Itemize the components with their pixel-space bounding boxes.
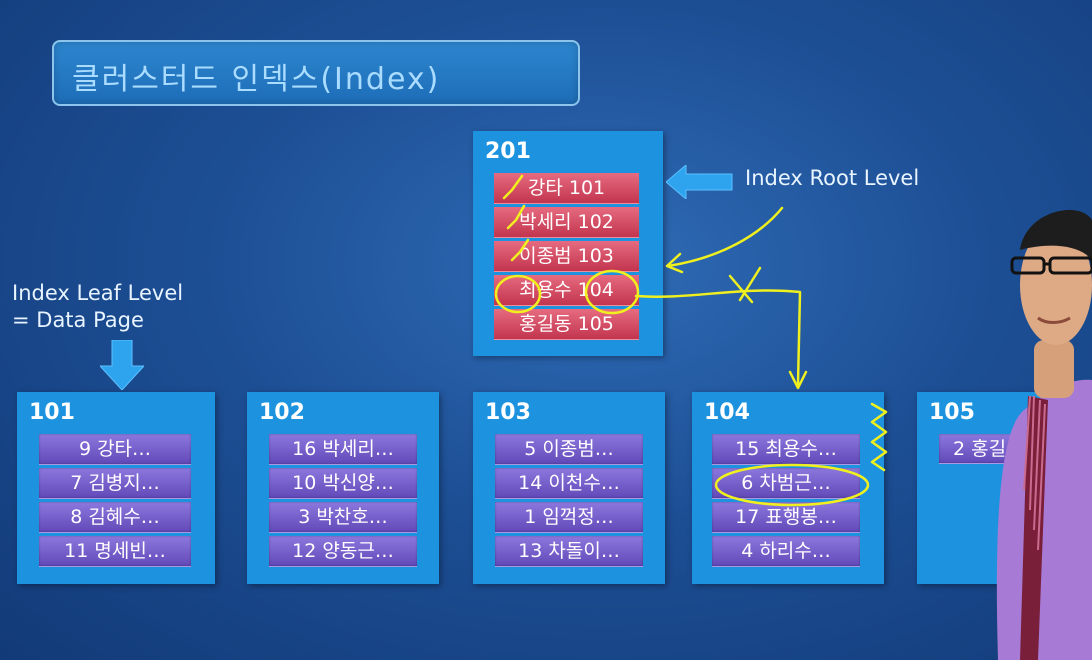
root-page-number: 201 bbox=[485, 139, 531, 164]
leaf-row: 11 명세빈… bbox=[39, 536, 191, 567]
leaf-page-101: 101 9 강타… 7 김병지… 8 김혜수… 11 명세빈… bbox=[17, 392, 215, 584]
leaf-row: 6 차범근… bbox=[712, 468, 860, 499]
leaf-row: 5 이종범… bbox=[495, 434, 643, 465]
leaf-level-label-line1: Index Leaf Level bbox=[12, 281, 184, 305]
root-level-label: Index Root Level bbox=[745, 166, 920, 190]
leaf-row: 15 최용수… bbox=[712, 434, 860, 465]
leaf-page-103: 103 5 이종범… 14 이천수… 1 임꺽정… 13 차돌이… bbox=[473, 392, 665, 584]
leaf-page-number: 105 bbox=[929, 400, 975, 425]
leaf-row: 4 하리수… bbox=[712, 536, 860, 567]
leaf-row: 3 박찬호… bbox=[269, 502, 417, 533]
leaf-row: 10 박신양… bbox=[269, 468, 417, 499]
root-row: 이종범 103 bbox=[494, 241, 639, 272]
presenter bbox=[996, 210, 1092, 660]
pointer-head bbox=[665, 252, 684, 274]
pointer-stroke bbox=[666, 206, 784, 268]
arrow-down-icon bbox=[100, 340, 144, 390]
root-row: 박세리 102 bbox=[494, 207, 639, 238]
leaf-page-102: 102 16 박세리… 10 박신양… 3 박찬호… 12 양동근… bbox=[247, 392, 439, 584]
leaf-level-label-line2: = Data Page bbox=[12, 308, 144, 332]
slide-title: 클러스터드 인덱스(Index) bbox=[72, 62, 441, 97]
leaf-row: 14 이천수… bbox=[495, 468, 643, 499]
leaf-row: 13 차돌이… bbox=[495, 536, 643, 567]
leaf-row: 12 양동근… bbox=[269, 536, 417, 567]
title-box: 클러스터드 인덱스(Index) bbox=[52, 40, 580, 106]
connector-head bbox=[788, 370, 808, 390]
root-page: 201 강타 101 박세리 102 이종범 103 최용수 104 홍길동 1… bbox=[473, 131, 663, 356]
leaf-row: 9 강타… bbox=[39, 434, 191, 465]
leaf-page-number: 104 bbox=[704, 400, 750, 425]
leaf-page-number: 101 bbox=[29, 400, 75, 425]
cross-mark bbox=[728, 266, 762, 304]
leaf-row: 1 임꺽정… bbox=[495, 502, 643, 533]
leaf-row: 8 김혜수… bbox=[39, 502, 191, 533]
root-row: 강타 101 bbox=[494, 173, 639, 204]
root-row: 홍길동 105 bbox=[494, 309, 639, 340]
arrow-left-icon bbox=[666, 165, 733, 199]
root-row: 최용수 104 bbox=[494, 275, 639, 306]
leaf-page-104: 104 15 최용수… 6 차범근… 17 표행봉… 4 하리수… bbox=[692, 392, 884, 584]
leaf-row: 7 김병지… bbox=[39, 468, 191, 499]
leaf-page-number: 103 bbox=[485, 400, 531, 425]
leaf-row: 16 박세리… bbox=[269, 434, 417, 465]
leaf-row: 17 표행봉… bbox=[712, 502, 860, 533]
leaf-page-number: 102 bbox=[259, 400, 305, 425]
